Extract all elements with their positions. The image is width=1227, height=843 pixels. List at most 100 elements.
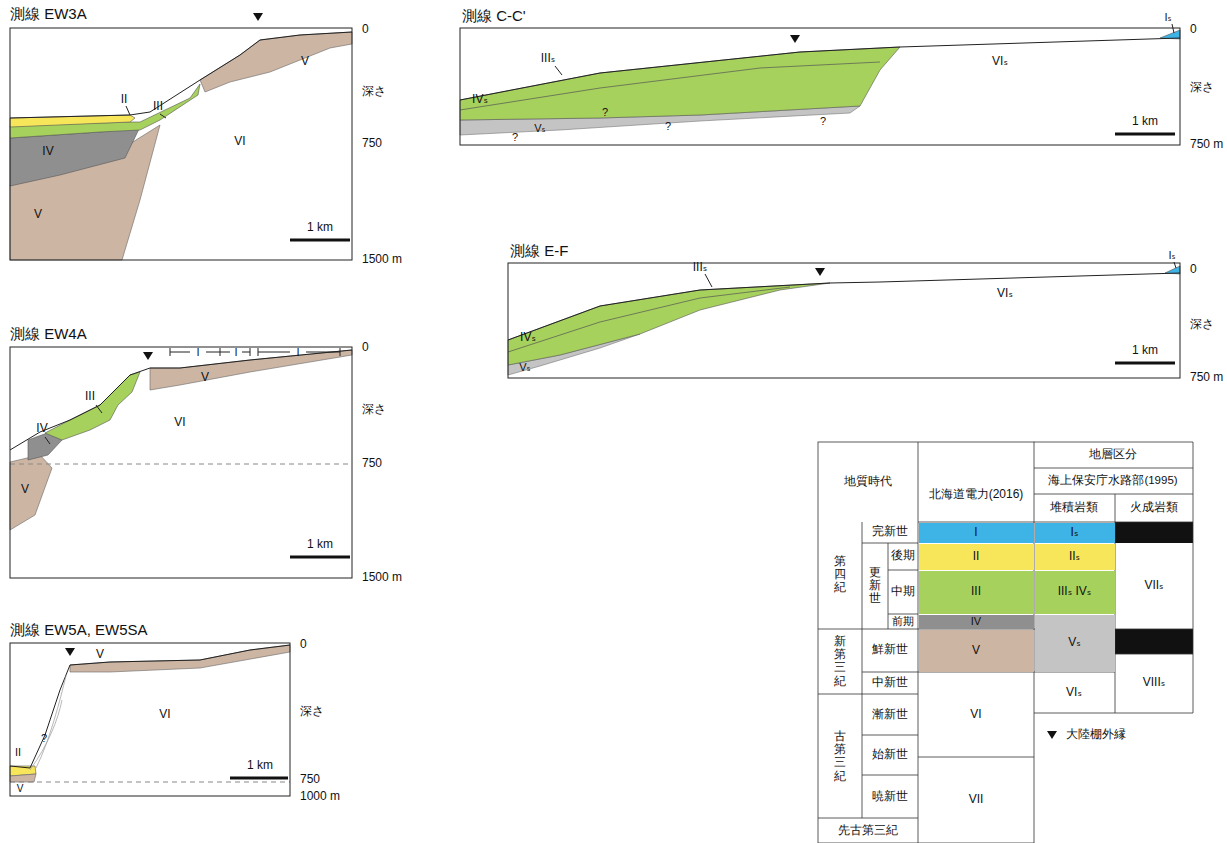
unit-cell: VIIIₛ	[1143, 676, 1165, 690]
unit-label: V	[301, 55, 309, 69]
section-title: 測線 E-F	[510, 242, 568, 259]
depth-value: 750	[362, 457, 382, 471]
unit-label: VI	[159, 708, 170, 722]
axis-label: 深さ	[362, 85, 386, 99]
epoch-cell: 暁新世	[872, 790, 908, 804]
unit-label: VI	[234, 135, 245, 149]
legend-swatch: III	[919, 571, 1034, 614]
unit-label: VIₛ	[997, 287, 1013, 301]
unit-label: I	[196, 346, 199, 359]
unit-cell: VIIₛ	[1144, 579, 1163, 593]
legend-swatch: II	[919, 544, 1034, 570]
unit-label: Vₛ	[534, 122, 545, 135]
legend-text: IIₛ	[1069, 550, 1080, 564]
unit-label: I	[234, 346, 237, 359]
unit-label: Iₛ	[1164, 11, 1171, 24]
section-title: 測線 EW5A, EW5SA	[10, 621, 148, 638]
legend-swatch: I	[919, 523, 1034, 543]
section-title: 測線 EW4A	[10, 325, 87, 342]
table-header: 堆積岩類	[1050, 501, 1098, 515]
unit-label: V	[201, 371, 209, 385]
legend-swatch: Iₛ	[1035, 523, 1115, 543]
table-header: 地層区分	[1089, 448, 1137, 462]
period-cell: 第四紀	[834, 555, 846, 595]
stage-cell: 前期	[892, 615, 914, 628]
unit-label: V	[96, 648, 104, 662]
legend-text: II	[973, 550, 980, 564]
unit-label: VIₛ	[992, 55, 1008, 69]
unit-label: I	[296, 346, 299, 359]
epoch-cell: 中新世	[872, 676, 908, 690]
depth-value: 750	[300, 773, 320, 787]
unit-label: Vₛ	[519, 361, 530, 374]
unit-label: II	[15, 746, 21, 759]
section-title: 測線 EW3A	[10, 5, 87, 22]
depth-value: 1500 m	[362, 571, 402, 585]
legend-text: 大陸棚外縁	[1066, 728, 1126, 742]
unit-label: Iₛ	[1168, 249, 1175, 262]
epoch-cell: 漸新世	[872, 708, 908, 722]
legend-text: Iₛ	[1071, 526, 1079, 540]
depth-value: 750 m	[1190, 371, 1223, 385]
unit-label: ?	[512, 131, 518, 144]
epoch-cell: 更新世	[869, 566, 881, 606]
legend-text: III	[971, 585, 981, 599]
legend-swatch: V	[919, 630, 1034, 672]
unit-label: IV	[42, 145, 53, 159]
scale-label: 1 km	[1132, 115, 1158, 129]
scale-label: 1 km	[307, 538, 333, 552]
unit-label: IIIₛ	[693, 261, 707, 275]
depth-value: 0	[1190, 263, 1197, 277]
legend-swatch: IIₛ	[1035, 544, 1115, 570]
legend-swatch: Vₛ	[1035, 615, 1115, 672]
period-cell: 新第三紀	[834, 635, 846, 688]
scale-label: 1 km	[1132, 344, 1158, 358]
legend-text: IIIₛ IVₛ	[1058, 585, 1092, 599]
unit-label: ?	[41, 732, 47, 745]
unit-label: V	[17, 783, 24, 795]
axis-label: 深さ	[1190, 81, 1214, 95]
depth-value: 0	[1190, 23, 1197, 37]
unit-label: V	[21, 483, 29, 497]
scale-label: 1 km	[307, 221, 333, 235]
unit-label: VI	[174, 416, 185, 430]
unit-label: V	[34, 208, 42, 222]
unit-label: ?	[820, 115, 826, 128]
table-header: 火成岩類	[1130, 501, 1178, 515]
unit-cell: VI	[970, 708, 981, 722]
depth-value: 1000 m	[300, 790, 340, 804]
section-title: 測線 C-C'	[462, 7, 526, 24]
scale-label: 1 km	[247, 759, 273, 773]
unit-cell: VIₛ	[1066, 686, 1082, 700]
epoch-cell: 始新世	[872, 748, 908, 762]
table-header: 海上保安庁水路部(1995)	[1048, 474, 1177, 487]
table-header: 地質時代	[844, 475, 892, 489]
depth-value: 1500 m	[362, 253, 402, 267]
unit-label: III	[85, 390, 95, 404]
depth-value: 750 m	[1190, 138, 1223, 152]
depth-value: 750	[362, 137, 382, 151]
depth-value: 0	[362, 23, 369, 37]
legend-text: IV	[971, 615, 981, 628]
unit-label: III	[153, 100, 163, 114]
axis-label: 深さ	[362, 403, 386, 417]
period-cell: 古第三紀	[834, 730, 846, 783]
unit-label: IV	[36, 422, 47, 436]
unit-label: ?	[665, 120, 671, 133]
unit-cell: VII	[969, 793, 984, 807]
depth-value: 0	[362, 341, 369, 355]
unit-label: ?	[602, 106, 608, 119]
unit-label: II	[121, 93, 128, 107]
period-cell: 先古第三紀	[838, 824, 898, 838]
epoch-cell: 鮮新世	[872, 643, 908, 657]
legend-text: I	[974, 526, 977, 540]
table-header: 北海道電力(2016)	[929, 488, 1024, 502]
unit-label: IVₛ	[520, 331, 536, 345]
legend-swatch: IV	[919, 615, 1034, 629]
depth-value: 0	[300, 638, 307, 652]
legend-swatch: IIIₛ IVₛ	[1035, 571, 1115, 614]
stage-cell: 中期	[891, 585, 915, 599]
unit-label: IIIₛ	[541, 52, 555, 66]
epoch-cell: 完新世	[872, 525, 908, 539]
